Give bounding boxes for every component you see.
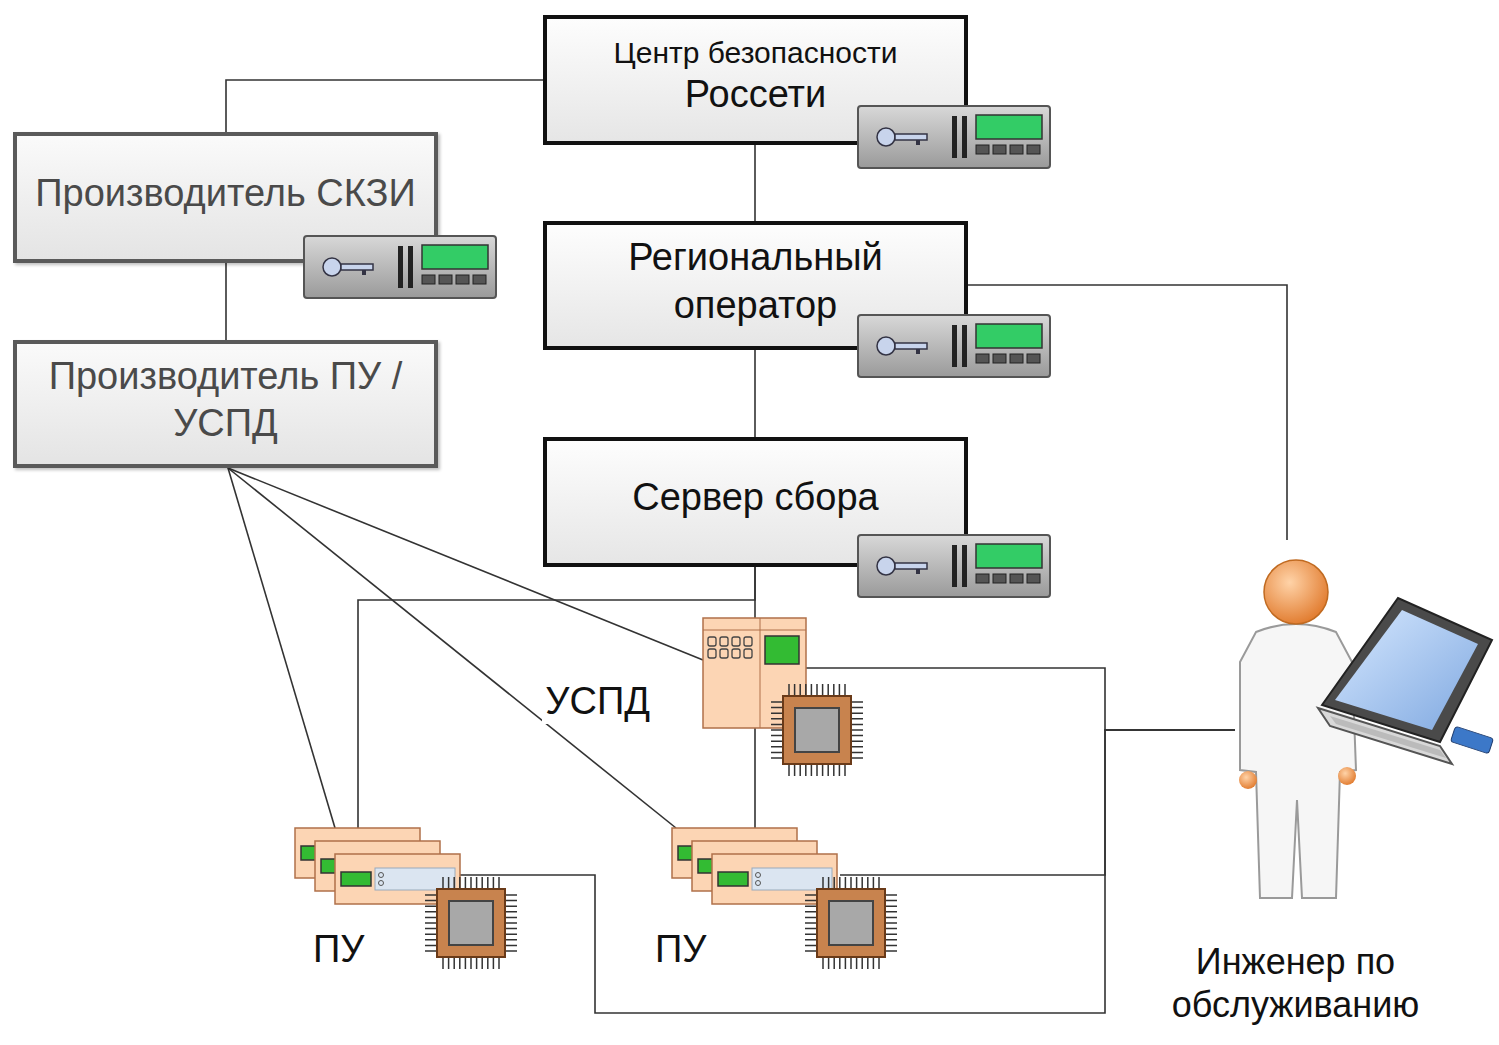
box-text: Производитель ПУ / УСПД <box>33 353 418 448</box>
chip-icon <box>805 877 897 969</box>
connector-line <box>228 468 335 828</box>
device-node: Инженер по обслуживанию <box>1235 540 1360 900</box>
connector-line <box>754 145 756 221</box>
box-text: Производитель СКЗИ <box>35 170 415 218</box>
process-box: Производитель СКЗИ <box>13 132 438 263</box>
connector-line <box>968 285 1287 540</box>
connector-line <box>840 730 1235 875</box>
meter-stack <box>672 828 837 904</box>
device-label: ПУ <box>310 928 367 972</box>
device-label: УСПД <box>542 680 653 724</box>
device-label: Инженер по обслуживанию <box>1128 940 1464 1026</box>
device-node: УСПД <box>703 618 806 728</box>
device-node: ПУ <box>295 828 460 908</box>
chip-icon <box>771 684 863 776</box>
device-icons <box>295 618 837 904</box>
engineer-figure <box>1239 560 1493 898</box>
process-box: Сервер сбора <box>543 437 968 567</box>
meter-stack <box>295 828 460 904</box>
connector-line <box>460 730 1235 1013</box>
device-node: ПУ <box>672 828 840 908</box>
process-box: Производитель ПУ / УСПД <box>13 340 438 468</box>
box-text: Центр безопасности <box>614 34 898 72</box>
connector-line <box>225 263 227 340</box>
box-text: Россети <box>685 71 826 119</box>
connector-line <box>358 567 755 828</box>
connector-line <box>226 80 543 132</box>
connector-line <box>754 728 756 828</box>
process-box: Центр безопасностиРоссети <box>543 15 968 145</box>
device-label: ПУ <box>652 928 709 972</box>
chip-icons <box>425 684 897 969</box>
box-text: Сервер сбора <box>632 474 878 522</box>
connector-line <box>806 668 1235 730</box>
chip-icon <box>425 877 517 969</box>
connector-line <box>754 350 756 437</box>
box-text: Региональный оператор <box>563 234 948 329</box>
process-box: Региональный оператор <box>543 221 968 350</box>
